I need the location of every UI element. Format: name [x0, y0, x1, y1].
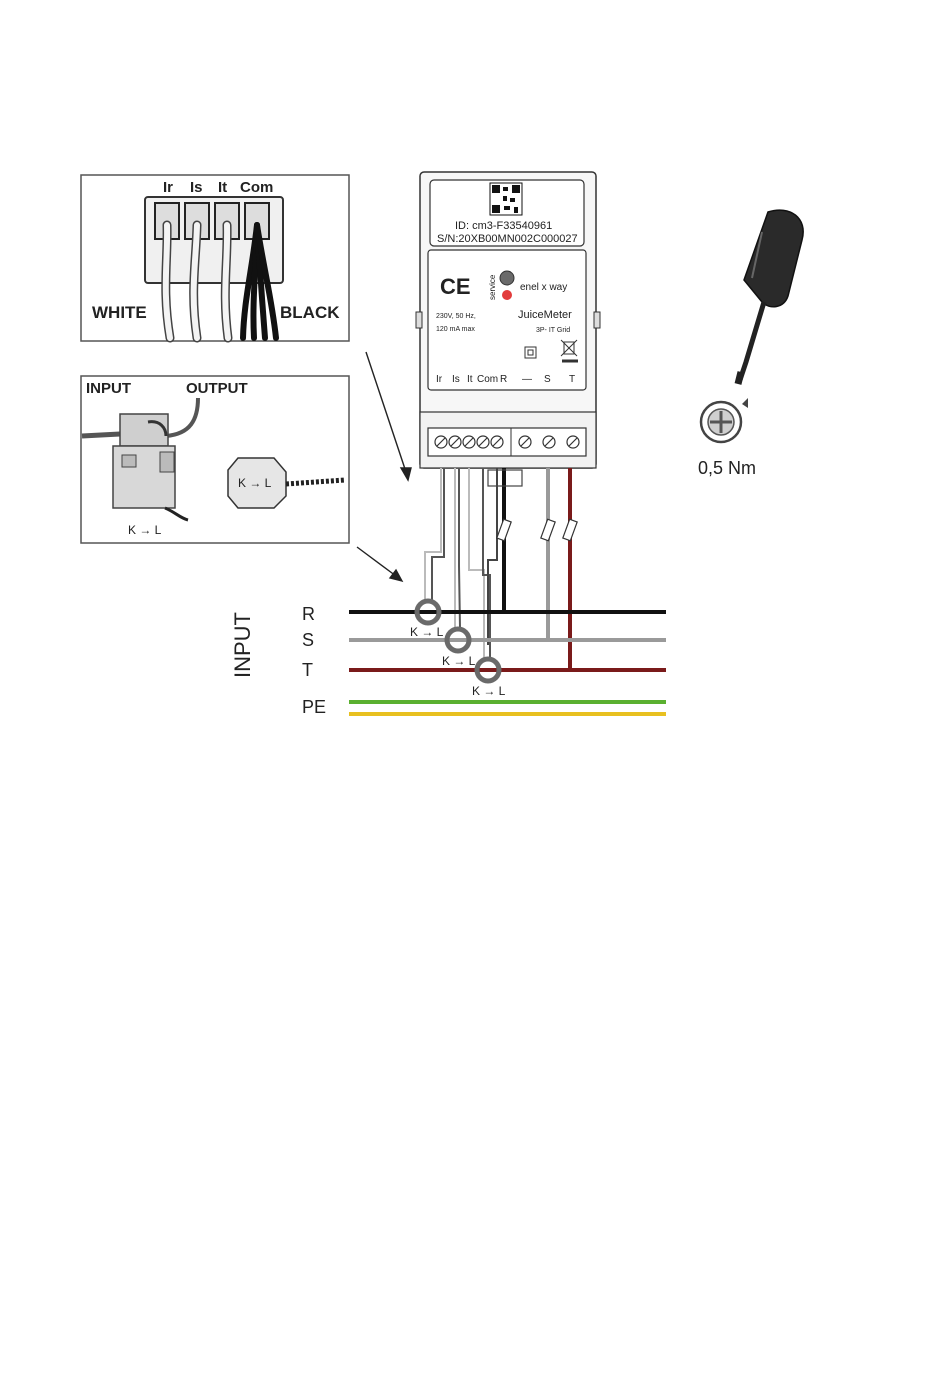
ct-label-s: K → L — [442, 654, 476, 668]
terminal-inset: Ir Is It Com WHITE BLACK — [81, 175, 349, 341]
terminal-label-ir: Ir — [163, 179, 173, 196]
meter-serial: S/N:20XB00MN002C000027 — [437, 233, 578, 245]
grid-type: 3P- IT Grid — [536, 327, 570, 334]
screwdriver-icon — [738, 210, 803, 384]
ct-output-label: OUTPUT — [186, 380, 248, 397]
meter-term-is: Is — [452, 374, 460, 385]
service-label: service — [488, 274, 497, 300]
torque-icon — [701, 398, 748, 442]
service-button[interactable] — [500, 271, 514, 285]
terminal-label-com: Com — [240, 179, 273, 196]
phase-label-s: S — [302, 630, 314, 650]
ce-mark: CE — [440, 274, 471, 299]
meter-term-dash: — — [522, 374, 532, 385]
meter-term-s: S — [544, 374, 551, 385]
meter-term-it: It — [467, 374, 473, 385]
terminal-label-is: Is — [190, 179, 203, 196]
juice-meter: ID: cm3-F33540961 S/N:20XB00MN002C000027… — [416, 172, 600, 468]
callout-arrows — [357, 352, 411, 581]
meter-term-com: Com — [477, 374, 498, 385]
phase-label-t: T — [302, 660, 313, 680]
meter-term-r: R — [500, 374, 507, 385]
torque-value: 0,5 Nm — [698, 458, 756, 478]
white-label: WHITE — [92, 303, 147, 322]
ct-direction-label: K → L — [128, 523, 162, 537]
spec-line-1: 230V, 50 Hz, — [436, 313, 476, 320]
spec-line-2: 120 mA max — [436, 326, 475, 333]
pe-label: PE — [302, 697, 326, 717]
meter-id: ID: cm3-F33540961 — [455, 220, 552, 232]
terminal-label-it: It — [218, 179, 227, 196]
meter-term-t: T — [569, 374, 575, 385]
status-led — [502, 290, 512, 300]
ct-label-r: K → L — [410, 625, 444, 639]
qr-code — [490, 183, 522, 215]
ct-tag-label: K → L — [238, 476, 272, 490]
black-label: BLACK — [280, 303, 340, 322]
model-name: JuiceMeter — [518, 309, 572, 321]
meter-term-ir: Ir — [436, 374, 443, 385]
fuse-symbols — [497, 519, 577, 541]
ct-inset: INPUT OUTPUT K → L K → L — [81, 376, 349, 543]
input-label: INPUT — [230, 612, 255, 678]
ct-input-label: INPUT — [86, 380, 131, 397]
phase-label-r: R — [302, 604, 315, 624]
brand-logo: enel x way — [520, 282, 567, 293]
ct-label-t: K → L — [472, 684, 506, 698]
